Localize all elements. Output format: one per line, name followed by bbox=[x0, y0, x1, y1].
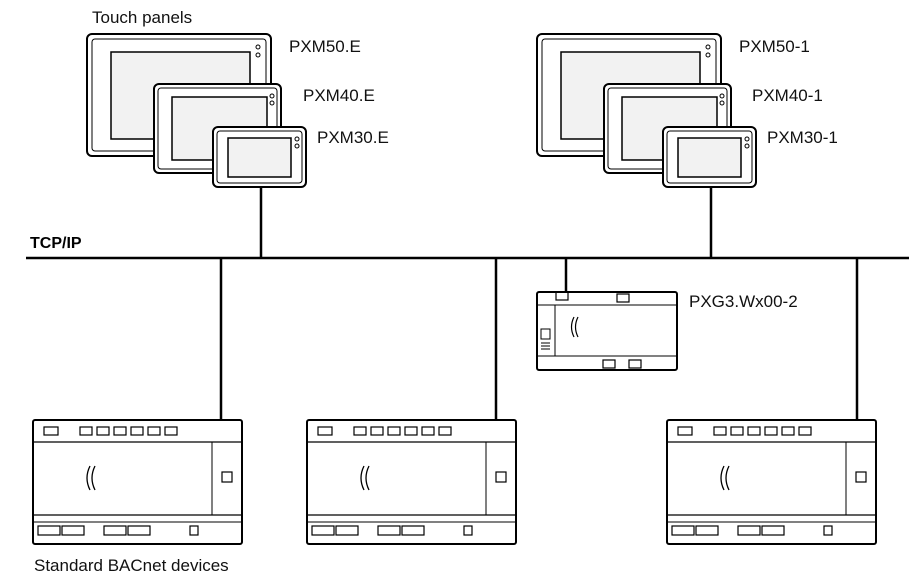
standard-bacnet-devices-label: Standard BACnet devices bbox=[34, 556, 229, 575]
pxm40e-label: PXM40.E bbox=[303, 86, 375, 105]
network-lines bbox=[26, 186, 909, 420]
bacnet-device-3 bbox=[666, 419, 877, 545]
touch-panels-label: Touch panels bbox=[92, 8, 192, 27]
pxm50-1-label: PXM50-1 bbox=[739, 37, 810, 56]
pxm30e-panel bbox=[212, 126, 307, 188]
pxm40-1-label: PXM40-1 bbox=[752, 86, 823, 105]
bacnet-device-1 bbox=[32, 419, 243, 545]
pxg3-controller bbox=[536, 291, 678, 371]
pxm30e-label: PXM30.E bbox=[317, 128, 389, 147]
touch-panel-group-left bbox=[86, 33, 307, 188]
touch-panel-group-right bbox=[536, 33, 757, 188]
pxg3-label: PXG3.Wx00-2 bbox=[689, 292, 798, 311]
pxm30-1-label: PXM30-1 bbox=[767, 128, 838, 147]
tcpip-label: TCP/IP bbox=[30, 235, 82, 252]
bacnet-device-2 bbox=[306, 419, 517, 545]
pxm30-1-panel bbox=[662, 126, 757, 188]
pxm50e-label: PXM50.E bbox=[289, 37, 361, 56]
